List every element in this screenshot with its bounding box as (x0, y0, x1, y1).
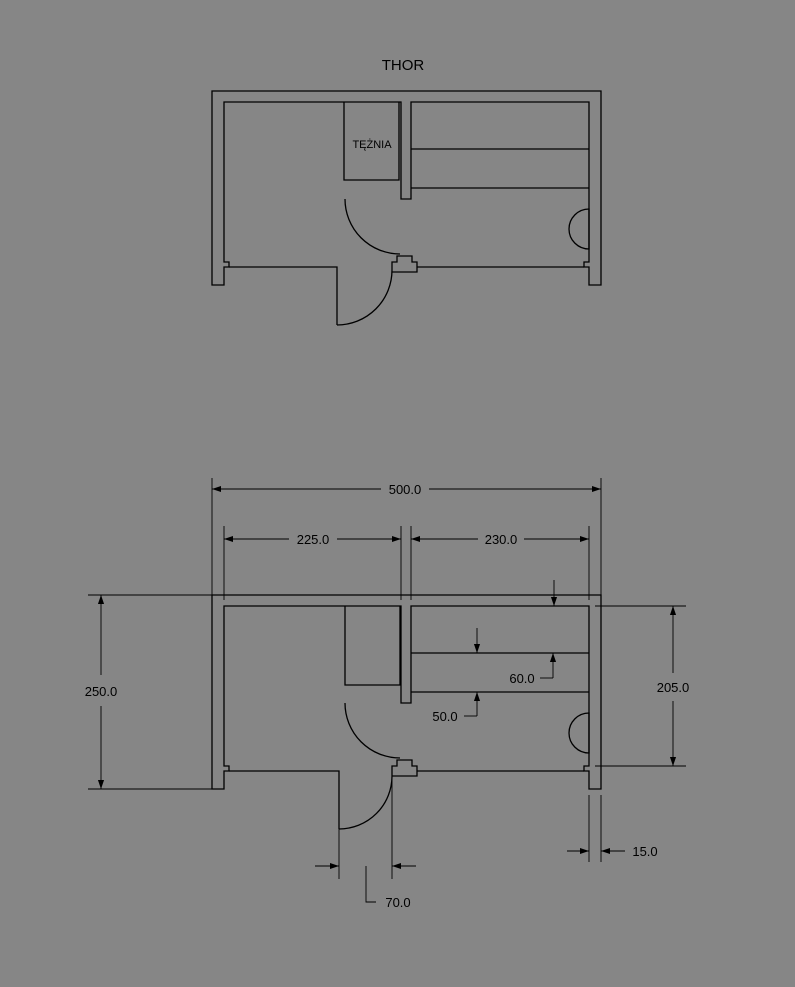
dim-plan-sink (568, 712, 590, 754)
top-plan-tezhnia-box (343, 102, 400, 181)
top-plan-outer-wall (211, 90, 602, 286)
drawing-title: THOR (382, 57, 425, 74)
dimension-wall-thickness: 15.0 (567, 795, 658, 862)
dimension-left-room-width: 225.0 (223, 526, 402, 600)
dimension-right-room-width: 230.0 (410, 526, 590, 600)
dim-plan-tezhnia-box (344, 606, 401, 686)
top-plan-left-front-wall (229, 266, 338, 325)
dimension-shelf-depth-upper: 60.0 (473, 628, 557, 686)
dimension-text: 50.0 (432, 709, 457, 724)
dimension-text: 225.0 (297, 532, 330, 547)
top-plan-inner-door-swing (344, 198, 401, 255)
dimension-text: 70.0 (385, 895, 410, 910)
top-floor-plan: TĘŻNIA (211, 90, 602, 326)
dimension-text: 230.0 (485, 532, 518, 547)
dimension-text: 60.0 (509, 671, 534, 686)
dimension-text: 205.0 (657, 680, 690, 695)
dimension-overall-width: 500.0 (211, 478, 602, 600)
dim-plan-inner-door-swing (344, 702, 401, 759)
dim-plan-door-jamb (391, 759, 418, 777)
top-plan-door-jamb (391, 255, 418, 273)
dimensioned-floor-plan (211, 594, 602, 830)
dimension-shelf-depth-lower: 50.0 (432, 692, 481, 724)
dimension-inner-height: 205.0 (595, 605, 690, 767)
dimension-door-width: 70.0 (315, 776, 416, 910)
dim-plan-left-front-wall (229, 770, 340, 829)
dim-plan-outer-wall (211, 594, 602, 790)
dimension-text: 250.0 (85, 684, 118, 699)
top-plan-door-swing (336, 269, 393, 326)
dimension-text: 15.0 (632, 844, 657, 859)
room-label-tezhnia: TĘŻNIA (352, 138, 392, 151)
dimension-overall-height: 250.0 (85, 594, 212, 790)
dimension-leader (365, 866, 376, 903)
dimension-text: 500.0 (389, 482, 422, 497)
top-plan-sink (568, 208, 590, 250)
dim-plan-door-swing (338, 775, 393, 830)
